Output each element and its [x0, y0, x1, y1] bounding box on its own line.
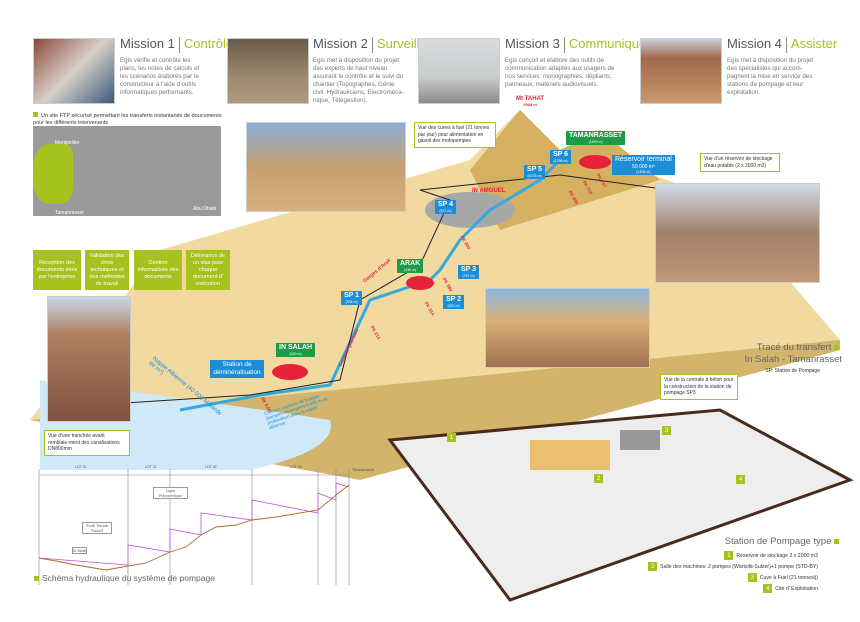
step-1: Réception des documents émis par l'entre…	[33, 250, 81, 290]
demineralisation-station: Station de déminéralisation	[210, 360, 264, 378]
trench-photo	[47, 296, 131, 422]
lot-4: LOT 33	[290, 465, 302, 469]
trace-title: Tracé du transfert In Salah - Tamanrasse…	[744, 342, 842, 365]
ftp-text: Un site FTP sécurisé permettant les tran…	[33, 112, 222, 126]
concrete-plant-photo	[485, 288, 650, 368]
lot-1: LOT 31	[75, 465, 87, 469]
fuel-tanks-photo	[246, 122, 406, 212]
reservoir-photo	[655, 183, 820, 283]
mission-1-text: Egis vérifie et contrôle les plans, les …	[120, 57, 200, 96]
station-sp5: SP 5(1075 m)	[524, 165, 546, 179]
mission-2-text: Egis met à disposition du projet des exp…	[313, 57, 404, 104]
mission-3-text: Egis conçoit et élabore des outils de co…	[505, 57, 615, 88]
schema-title: Schéma hydraulique du système de pompage	[34, 573, 215, 583]
trace-note: SP: Station de Pompage	[765, 368, 820, 374]
station-sp3: SP 3(767 m)	[458, 265, 480, 279]
mission-4-photo	[640, 38, 722, 104]
plan-marker-4: 4	[736, 475, 745, 484]
mission-4-text: Egis met à disposition du projet des spé…	[727, 57, 813, 96]
step-4: Délivrance de un visa pour chaque docume…	[186, 250, 230, 290]
city-tamanrasset-label: TAMANRASSET(1400 m)	[566, 131, 626, 145]
caption-trench: Vue d'une tranchée avant remblaie-ment d…	[44, 430, 130, 456]
caption-beton: Vue de la centrale à béton pour la const…	[660, 374, 738, 400]
mission-2-photo	[227, 38, 309, 104]
label-piezo: Ligne Piézométrique	[153, 487, 188, 499]
lot-2: LOT 31	[145, 465, 157, 469]
in-amguel-label: IN AMGUEL	[472, 188, 506, 194]
station-sp1: SP 1(305 m)	[341, 291, 363, 305]
mission-3-photo	[418, 38, 500, 104]
label-in-salah: In Salah	[72, 547, 88, 554]
plan-marker-1: 1	[447, 433, 456, 442]
station-sp6: SP 6(1258 m)	[550, 150, 572, 164]
city-in-salah-label: IN SALAH(430 m)	[276, 343, 316, 357]
step-3: Gestion informatisée des documents	[134, 250, 182, 290]
plan-marker-3: 3	[662, 426, 671, 435]
label-tamanrasset: Tamanrasset	[352, 467, 375, 472]
city-arak-label: ARAK(430 m)	[397, 259, 424, 273]
step-2: Validation des choix techniques et des m…	[85, 250, 129, 290]
ftp-world-map: Montpellier Tamanrasset Abu Dhabi	[33, 126, 221, 216]
station-title: Station de Pompage type	[725, 536, 842, 547]
caption-fuel: Vue des cuves à fuel (21 tonnes par jour…	[414, 122, 496, 148]
lot-3: LOT 32	[205, 465, 217, 469]
city-abu-dhabi: Abu Dhabi	[193, 206, 217, 212]
pipeline	[179, 158, 562, 412]
city-tamanrasset: Tamanrasset	[55, 210, 84, 216]
city-montpellier: Montpellier	[55, 140, 80, 146]
caption-reservoir: Vue d'un réservoir de stockage d'eau pot…	[700, 153, 780, 172]
mission-1-photo	[33, 38, 115, 104]
station-sp4: SP 4(971 m)	[435, 200, 457, 214]
station-sp2: SP 2(520 m)	[443, 295, 465, 309]
plan-marker-2: 2	[594, 474, 603, 483]
label-terrain: Profil Terrain Naturel	[82, 522, 112, 534]
